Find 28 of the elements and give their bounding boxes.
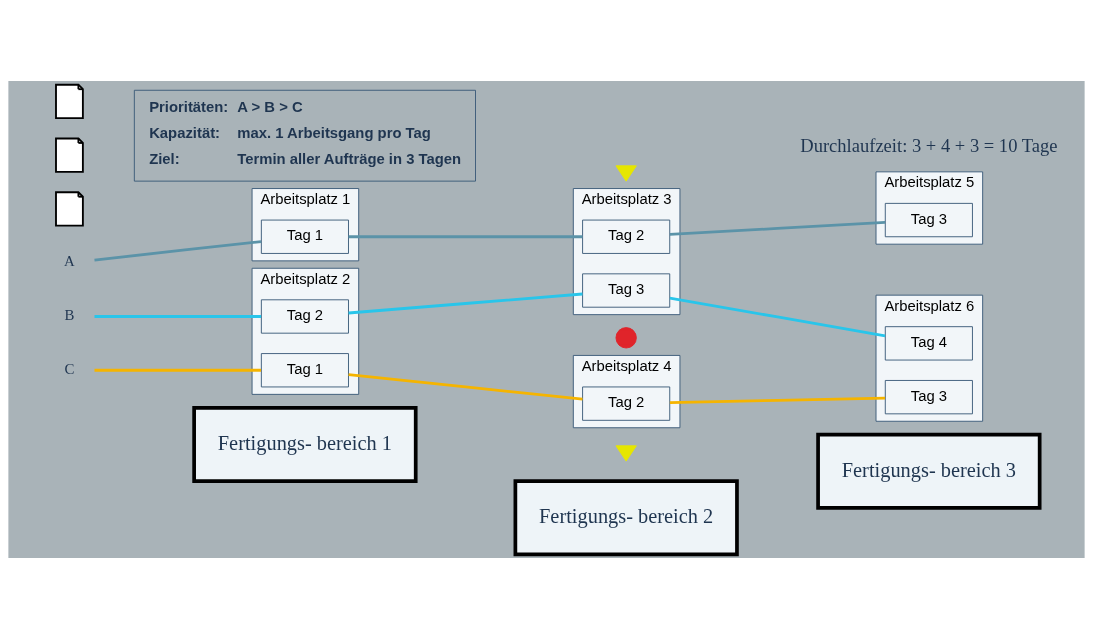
node-box: Fertigungs- bereich 1	[192, 405, 418, 483]
node-box: Prioritäten: A > B > C Kapazität: max. 1 Arbeitsgang pro Tag Ziel: Termin aller Aufträge in 3 Tagen	[133, 89, 476, 182]
connector	[348, 372, 583, 401]
connector	[669, 296, 886, 337]
node-text: A	[64, 252, 75, 269]
connector	[669, 396, 886, 404]
node-box: Fertigungs- bereich 3	[816, 432, 1042, 510]
node-box: Tag 1	[260, 219, 349, 254]
connector	[348, 234, 583, 238]
node-box: Tag 3	[884, 202, 973, 237]
node-box: Tag 2	[582, 386, 671, 421]
node-box: Tag 2	[582, 219, 671, 254]
node-box: Fertigungs- bereich 2	[513, 478, 739, 556]
connector	[669, 220, 886, 236]
node-box: Tag 2	[260, 298, 349, 334]
connector	[348, 292, 583, 314]
node-box: Tag 4	[884, 325, 973, 361]
connector	[94, 314, 262, 318]
connector	[94, 368, 262, 372]
node-text: C	[64, 360, 75, 377]
label: Durchlaufzeit: 3 + 4 + 3 = 10 Tage	[800, 134, 1058, 156]
node-box: Tag 3	[582, 272, 671, 308]
node-text: B	[64, 306, 75, 323]
node-check	[615, 444, 637, 462]
node-check	[615, 164, 637, 182]
node-box: Tag 1	[260, 352, 349, 387]
node-box: Tag 3	[884, 379, 973, 414]
connector	[94, 239, 262, 261]
